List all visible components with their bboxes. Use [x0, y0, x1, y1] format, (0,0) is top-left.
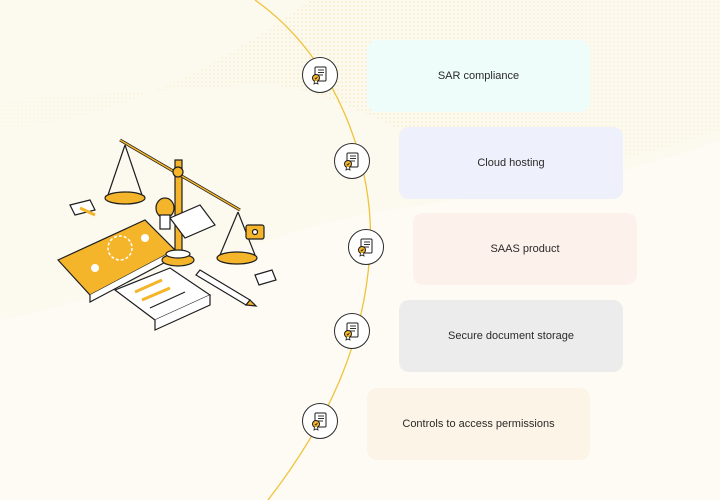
tag-icon [254, 269, 277, 286]
feature-label: Secure document storage [448, 330, 574, 342]
feature-label: Cloud hosting [477, 157, 545, 169]
phone-icon [57, 219, 176, 303]
document-certificate-icon [341, 320, 363, 342]
scale-icon [104, 138, 258, 267]
document-certificate-icon [355, 236, 377, 258]
feature-card-sar-compliance: SAR compliance [367, 40, 590, 112]
feature-card-cloud-hosting: Cloud hosting [399, 127, 623, 199]
pen-icon [195, 269, 258, 307]
key-icon [69, 199, 96, 217]
legal-scale-illustration [57, 138, 277, 331]
lock-icon [245, 224, 265, 240]
feature-card-access-permissions: Controls to access permissions [367, 388, 590, 460]
feature-card-saas-product: SAAS product [413, 213, 637, 285]
timeline-node-2 [334, 143, 370, 179]
gavel-icon [155, 197, 175, 230]
document-certificate-icon [341, 150, 363, 172]
timeline-node-4 [334, 313, 370, 349]
document-certificate-icon [309, 410, 331, 432]
feature-card-secure-document-storage: Secure document storage [399, 300, 623, 372]
document-certificate-icon [309, 64, 331, 86]
feature-label: SAAS product [490, 243, 560, 255]
documents-icon [113, 204, 216, 331]
feature-label: Controls to access permissions [402, 418, 555, 430]
timeline-node-5 [302, 403, 338, 439]
timeline-node-3 [348, 229, 384, 265]
timeline-node-1 [302, 57, 338, 93]
feature-label: SAR compliance [437, 70, 520, 82]
